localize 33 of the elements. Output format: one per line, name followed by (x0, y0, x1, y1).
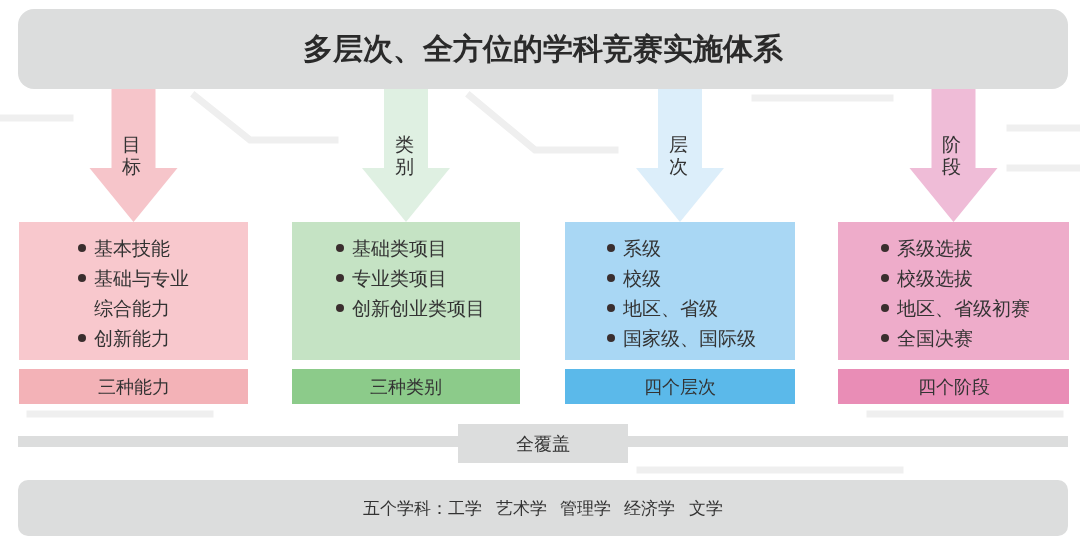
list-box (19, 222, 248, 360)
edge-label: 目标 (121, 133, 142, 177)
list-item: 创新能力 (94, 326, 170, 351)
summary-band: 四个层次 (565, 369, 795, 404)
list-box (565, 222, 795, 360)
list-box (292, 222, 520, 360)
list-item: 国家级、国际级 (623, 326, 756, 351)
list-box (838, 222, 1069, 360)
list-item: 地区、省级 (623, 296, 718, 321)
block-arrow (362, 89, 450, 222)
summary-band: 三种能力 (19, 369, 248, 404)
list-item: 校级选拔 (897, 266, 973, 291)
list-item: 基础与专业综合能力 (94, 266, 190, 321)
list-item: 系级选拔 (897, 236, 973, 261)
title-banner: 多层次、全方位的学科竞赛实施体系 (18, 9, 1068, 89)
coverage-box: 全覆盖 (458, 424, 628, 463)
list-item: 全国决赛 (897, 326, 973, 351)
list-item: 系级 (623, 236, 661, 261)
block-arrow (909, 89, 998, 222)
edge-label: 阶段 (941, 133, 962, 177)
list-item: 基础类项目 (352, 236, 447, 261)
edge-label: 类别 (394, 133, 414, 177)
list-item: 地区、省级初赛 (897, 296, 1030, 321)
summary-band: 三种类别 (292, 369, 520, 404)
edge-label: 层次 (668, 133, 688, 177)
list-item: 校级 (623, 266, 661, 291)
subjects-bar: 五个学科：工学 艺术学 管理学 经济学 文学 (18, 480, 1068, 536)
block-arrow (89, 89, 178, 222)
block-arrow (636, 89, 724, 222)
summary-band: 四个阶段 (838, 369, 1069, 404)
list-item: 专业类项目 (352, 266, 447, 291)
list-item: 基本技能 (94, 236, 170, 261)
list-item: 创新创业类项目 (352, 296, 485, 321)
